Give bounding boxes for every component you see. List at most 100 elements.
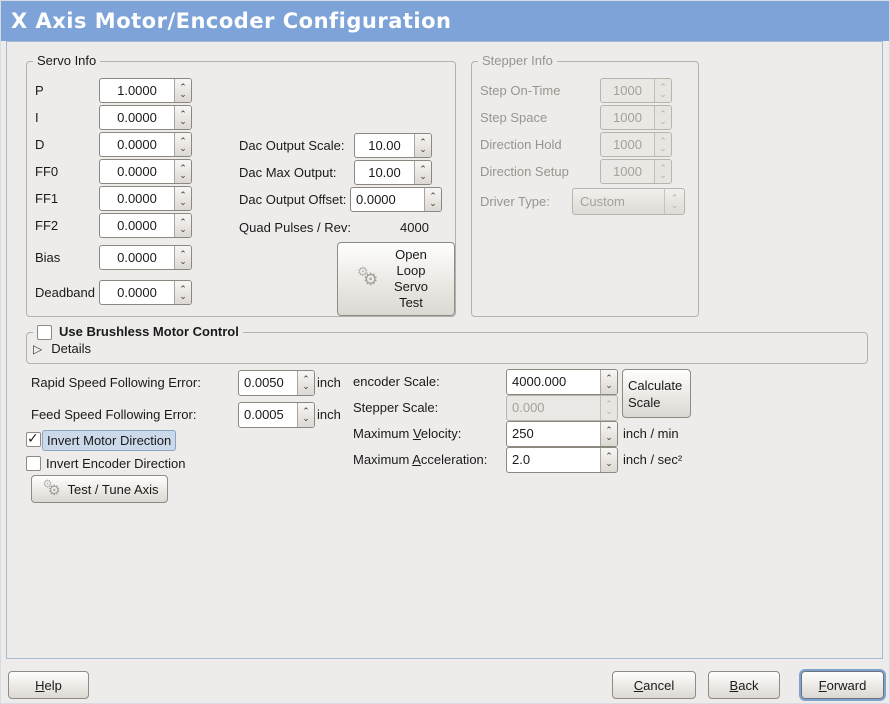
spin-up-icon[interactable]: ⌃ — [419, 163, 427, 174]
spin-up-icon[interactable]: ⌃ — [302, 374, 310, 384]
spin-up-icon[interactable]: ⌃ — [179, 189, 187, 200]
spin-buttons[interactable]: ⌃⌄ — [174, 246, 191, 269]
cancel-label: Cancel — [633, 677, 675, 693]
expander-arrow-icon[interactable]: ▷ — [33, 341, 43, 356]
forward-label: Forward — [818, 677, 867, 693]
spin-buttons[interactable]: ⌃⌄ — [174, 214, 191, 237]
direction-setup-spinbox: 1000 ⌃⌄ — [600, 159, 672, 184]
invert-motor-direction-label[interactable]: Invert Motor Direction — [42, 430, 177, 451]
spin-up-icon[interactable]: ⌃ — [302, 406, 310, 416]
spin-buttons[interactable]: ⌃⌄ — [174, 133, 191, 156]
spin-buttons[interactable]: ⌃⌄ — [174, 79, 191, 102]
rapid-following-error-label: Rapid Speed Following Error: — [31, 375, 201, 390]
spin-buttons[interactable]: ⌃⌄ — [174, 187, 191, 210]
use-brushless-checkbox[interactable] — [37, 324, 52, 340]
d-spinbox[interactable]: 0.0000 ⌃⌄ — [99, 132, 192, 157]
back-button[interactable]: Back — [708, 671, 780, 699]
spin-buttons[interactable]: ⌃⌄ — [297, 371, 314, 395]
ff2-spinbox[interactable]: 0.0000 ⌃⌄ — [99, 213, 192, 238]
spin-buttons[interactable]: ⌃⌄ — [174, 281, 191, 304]
spin-down-icon[interactable]: ⌄ — [605, 432, 613, 442]
encoder-scale-spinbox[interactable]: 4000.000 ⌃⌄ — [506, 369, 618, 395]
spin-up-icon[interactable]: ⌃ — [179, 135, 187, 146]
help-button[interactable]: Help — [8, 671, 89, 699]
spin-up-icon[interactable]: ⌃ — [605, 373, 613, 383]
maximum-velocity-label: Maximum Velocity: — [353, 426, 462, 441]
spin-buttons[interactable]: ⌃⌄ — [600, 422, 617, 446]
spin-up-icon[interactable]: ⌃ — [179, 81, 187, 92]
spin-up-icon[interactable]: ⌃ — [179, 162, 187, 173]
step-on-time-label: Step On-Time — [480, 83, 561, 98]
spin-up-icon[interactable]: ⌃ — [179, 283, 187, 294]
ff1-spinbox[interactable]: 0.0000 ⌃⌄ — [99, 186, 192, 211]
deadband-spinbox[interactable]: 0.0000 ⌃⌄ — [99, 280, 192, 305]
dac-output-scale-spinbox[interactable]: 10.00 ⌃⌄ — [354, 133, 432, 158]
forward-button[interactable]: Forward — [801, 671, 884, 699]
bias-label: Bias — [35, 250, 61, 265]
feed-following-error-spinbox[interactable]: 0.0005 ⌃⌄ — [238, 402, 315, 428]
spin-down-icon[interactable]: ⌄ — [179, 115, 187, 126]
calculate-scale-button[interactable]: Calculate Scale — [622, 369, 691, 418]
invert-encoder-direction-checkbox[interactable] — [26, 456, 41, 471]
spin-buttons: ⌃⌄ — [654, 79, 671, 102]
dac-max-output-label: Dac Max Output: — [239, 165, 337, 180]
spin-buttons[interactable]: ⌃⌄ — [600, 448, 617, 472]
spin-down-icon[interactable]: ⌄ — [179, 142, 187, 153]
spin-up-icon[interactable]: ⌃ — [179, 216, 187, 227]
servo-info-group: Servo Info P 1.0000 ⌃⌄ I 0.0000 ⌃⌄ D 0.0… — [26, 53, 456, 317]
titlebar: X Axis Motor/Encoder Configuration — [1, 1, 889, 41]
spin-up-icon[interactable]: ⌃ — [179, 248, 187, 259]
i-spinbox[interactable]: 0.0000 ⌃⌄ — [99, 105, 192, 130]
spin-up-icon: ⌃ — [605, 399, 613, 409]
spin-up-icon: ⌃ — [659, 162, 667, 173]
spin-up-icon[interactable]: ⌃ — [429, 190, 437, 201]
spin-buttons[interactable]: ⌃⌄ — [297, 403, 314, 427]
spin-down-icon[interactable]: ⌄ — [179, 290, 187, 301]
spin-buttons[interactable]: ⌃⌄ — [414, 161, 431, 184]
maximum-velocity-spinbox[interactable]: 250 ⌃⌄ — [506, 421, 618, 447]
p-label: P — [35, 83, 44, 98]
spin-buttons[interactable]: ⌃⌄ — [414, 134, 431, 157]
spin-down-icon[interactable]: ⌄ — [302, 413, 310, 423]
rapid-following-error-spinbox[interactable]: 0.0050 ⌃⌄ — [238, 370, 315, 396]
bias-spinbox[interactable]: 0.0000 ⌃⌄ — [99, 245, 192, 270]
spin-down-icon[interactable]: ⌄ — [179, 223, 187, 234]
dac-max-output-spinbox[interactable]: 10.00 ⌃⌄ — [354, 160, 432, 185]
spin-up-icon[interactable]: ⌃ — [179, 108, 187, 119]
spin-down-icon[interactable]: ⌄ — [179, 255, 187, 266]
spin-down-icon[interactable]: ⌄ — [419, 143, 427, 154]
feed-following-error-unit: inch — [317, 407, 341, 422]
spin-up-icon[interactable]: ⌃ — [419, 136, 427, 147]
dac-output-offset-label: Dac Output Offset: — [239, 192, 347, 207]
p-spinbox[interactable]: 1.0000 ⌃⌄ — [99, 78, 192, 103]
direction-hold-label: Direction Hold — [480, 137, 562, 152]
spin-down-icon[interactable]: ⌄ — [302, 381, 310, 391]
spin-down-icon[interactable]: ⌄ — [179, 88, 187, 99]
ff0-spinbox[interactable]: 0.0000 ⌃⌄ — [99, 159, 192, 184]
invert-encoder-direction-label[interactable]: Invert Encoder Direction — [46, 456, 186, 471]
spin-down-icon[interactable]: ⌄ — [179, 169, 187, 180]
spin-down-icon: ⌄ — [659, 88, 667, 99]
details-expander[interactable]: ▷ Details — [33, 341, 91, 356]
open-loop-servo-test-button[interactable]: ⚙⚙ Open Loop Servo Test — [337, 242, 455, 316]
spin-up-icon[interactable]: ⌃ — [605, 425, 613, 435]
spin-down-icon[interactable]: ⌄ — [605, 458, 613, 468]
spin-buttons[interactable]: ⌃⌄ — [600, 370, 617, 394]
spin-up-icon: ⌃ — [659, 135, 667, 146]
spin-up-icon[interactable]: ⌃ — [605, 451, 613, 461]
content-frame — [6, 41, 883, 659]
spin-down-icon[interactable]: ⌄ — [419, 170, 427, 181]
cancel-button[interactable]: Cancel — [612, 671, 696, 699]
spin-down-icon[interactable]: ⌄ — [179, 196, 187, 207]
invert-motor-direction-checkbox[interactable] — [26, 430, 41, 447]
dac-output-offset-spinbox[interactable]: 0.0000 ⌃⌄ — [350, 187, 442, 212]
test-tune-axis-button[interactable]: ⚙⚙ Test / Tune Axis — [31, 475, 168, 503]
spin-buttons: ⌃⌄ — [654, 133, 671, 156]
spin-buttons[interactable]: ⌃⌄ — [424, 188, 441, 211]
maximum-acceleration-spinbox[interactable]: 2.0 ⌃⌄ — [506, 447, 618, 473]
spin-buttons[interactable]: ⌃⌄ — [174, 106, 191, 129]
spin-down-icon[interactable]: ⌄ — [605, 380, 613, 390]
spin-buttons[interactable]: ⌃⌄ — [174, 160, 191, 183]
spin-down-icon[interactable]: ⌄ — [429, 197, 437, 208]
